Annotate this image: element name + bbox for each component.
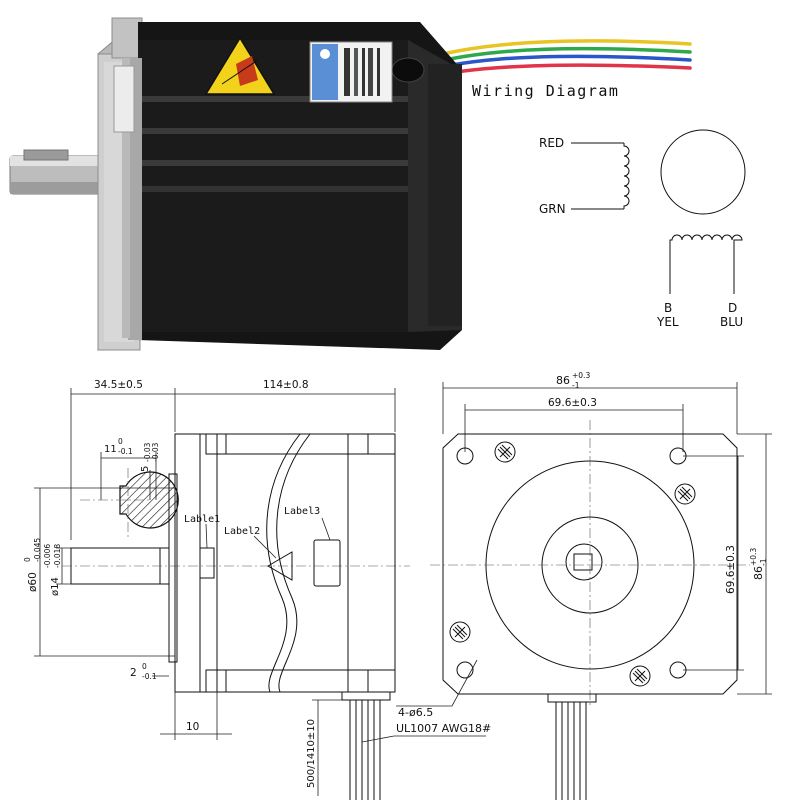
dim-key-depth: 5: [140, 466, 151, 472]
side-view-flange: [168, 433, 218, 693]
dim-key-width-tol-upper: 0: [118, 437, 123, 446]
dim-flange-width-tol-upper: +0.3: [572, 371, 590, 380]
rotor-symbol: [660, 129, 746, 215]
dim-pilot-diameter-tol-upper: 0: [23, 557, 32, 562]
dim-body-length: 114±0.8: [263, 379, 309, 391]
terminal-label-d: D: [728, 301, 737, 315]
wiring-diagram-title: Wiring Diagram: [472, 82, 619, 100]
wire-label-yel: YEL: [656, 315, 679, 329]
label1-leader: [205, 523, 208, 549]
dim-key-depth-tol-lower: -0.03: [151, 442, 160, 462]
label1-box: [199, 547, 215, 579]
front-shaft-circle: [565, 543, 603, 581]
coil-b-winding: [669, 234, 743, 294]
front-view-drawing: 86 +0.3 -1 69.6±0.3: [361, 371, 772, 800]
dim-key-width: 11: [104, 444, 117, 455]
wiring-diagram: Wiring Diagram RED GRN B D YEL BLU: [472, 82, 746, 329]
coil-a-winding: [571, 142, 630, 210]
front-shaft-key: [573, 553, 593, 571]
dim-shaft-diameter-tol-upper: -0.006: [43, 544, 52, 568]
dim-key-width-tol-lower: -0.1: [118, 447, 133, 456]
label3-text: Label3: [284, 506, 320, 517]
side-view-drawing: 34.5±0.5 114±0.8 11 0 -0.1 5 -0.03 -0.03: [23, 379, 410, 800]
warning-label-sticker: [204, 36, 276, 95]
spec-label-sticker: [309, 41, 393, 103]
label2-text: Label2: [224, 526, 260, 537]
side-view-lead-wires: 500/1410±10: [306, 691, 391, 800]
dim-flange-height: 86: [752, 566, 765, 580]
dim-flange-width-tol-lower: -1: [572, 381, 580, 390]
dim-flange-height-tol-lower: -1: [759, 558, 768, 566]
flange-info-sticker: [113, 65, 135, 133]
motor-body: [122, 22, 462, 350]
wire-label-grn: GRN: [539, 202, 566, 216]
side-view-shaft: [62, 547, 410, 585]
dim-pilot-diameter: ø60: [27, 572, 39, 592]
dim-shaft-diameter: ø14: [50, 577, 61, 596]
shaft-cross-section: [119, 471, 179, 529]
wire-label-red: RED: [539, 136, 564, 150]
dim-flange-thickness: 10: [186, 721, 199, 733]
dim-key-depth-tol-upper: -0.03: [143, 442, 152, 462]
motor-shaft: [9, 149, 103, 195]
dim-pilot-diameter-tol-lower: -0.045: [33, 538, 42, 562]
dim-flange-height-tol-upper: +0.3: [749, 548, 758, 566]
dim-flange-width: 86: [556, 374, 570, 387]
front-flange-outline: [442, 433, 738, 695]
mounting-holes: [456, 447, 687, 679]
dim-pilot-depth-tol-lower: -0.1: [142, 672, 157, 681]
label3-box: [313, 539, 341, 587]
label3-leader: [321, 517, 331, 541]
label2-leader: [253, 535, 277, 559]
label2-marker: [267, 551, 293, 581]
dim-hole-spacing-horizontal: 69.6±0.3: [548, 397, 597, 409]
dim-pilot-depth: 2: [130, 667, 137, 679]
wire-spec: UL1007 AWG18#: [396, 722, 491, 735]
wire-grommet: [391, 57, 425, 83]
motor-photo: [9, 17, 692, 352]
front-screws: [449, 441, 696, 687]
label1-text: Lable1: [184, 514, 220, 525]
dim-pilot-depth-tol-upper: 0: [142, 662, 147, 671]
front-view-lead-wires: [547, 693, 597, 800]
side-view-body: [205, 433, 396, 693]
dim-front-length: 34.5±0.5: [94, 379, 143, 391]
dim-mounting-holes: 4-ø6.5: [398, 706, 433, 719]
wire-label-blu: BLU: [720, 315, 743, 329]
dim-shaft-diameter-tol-lower: -0.018: [53, 544, 62, 568]
terminal-label-b: B: [664, 301, 672, 315]
dim-lead-length: 500/1410±10: [306, 719, 317, 788]
dim-hole-spacing-vertical: 69.6±0.3: [725, 545, 737, 594]
label-positions: Lable1 Label2 Label3: [184, 506, 341, 587]
